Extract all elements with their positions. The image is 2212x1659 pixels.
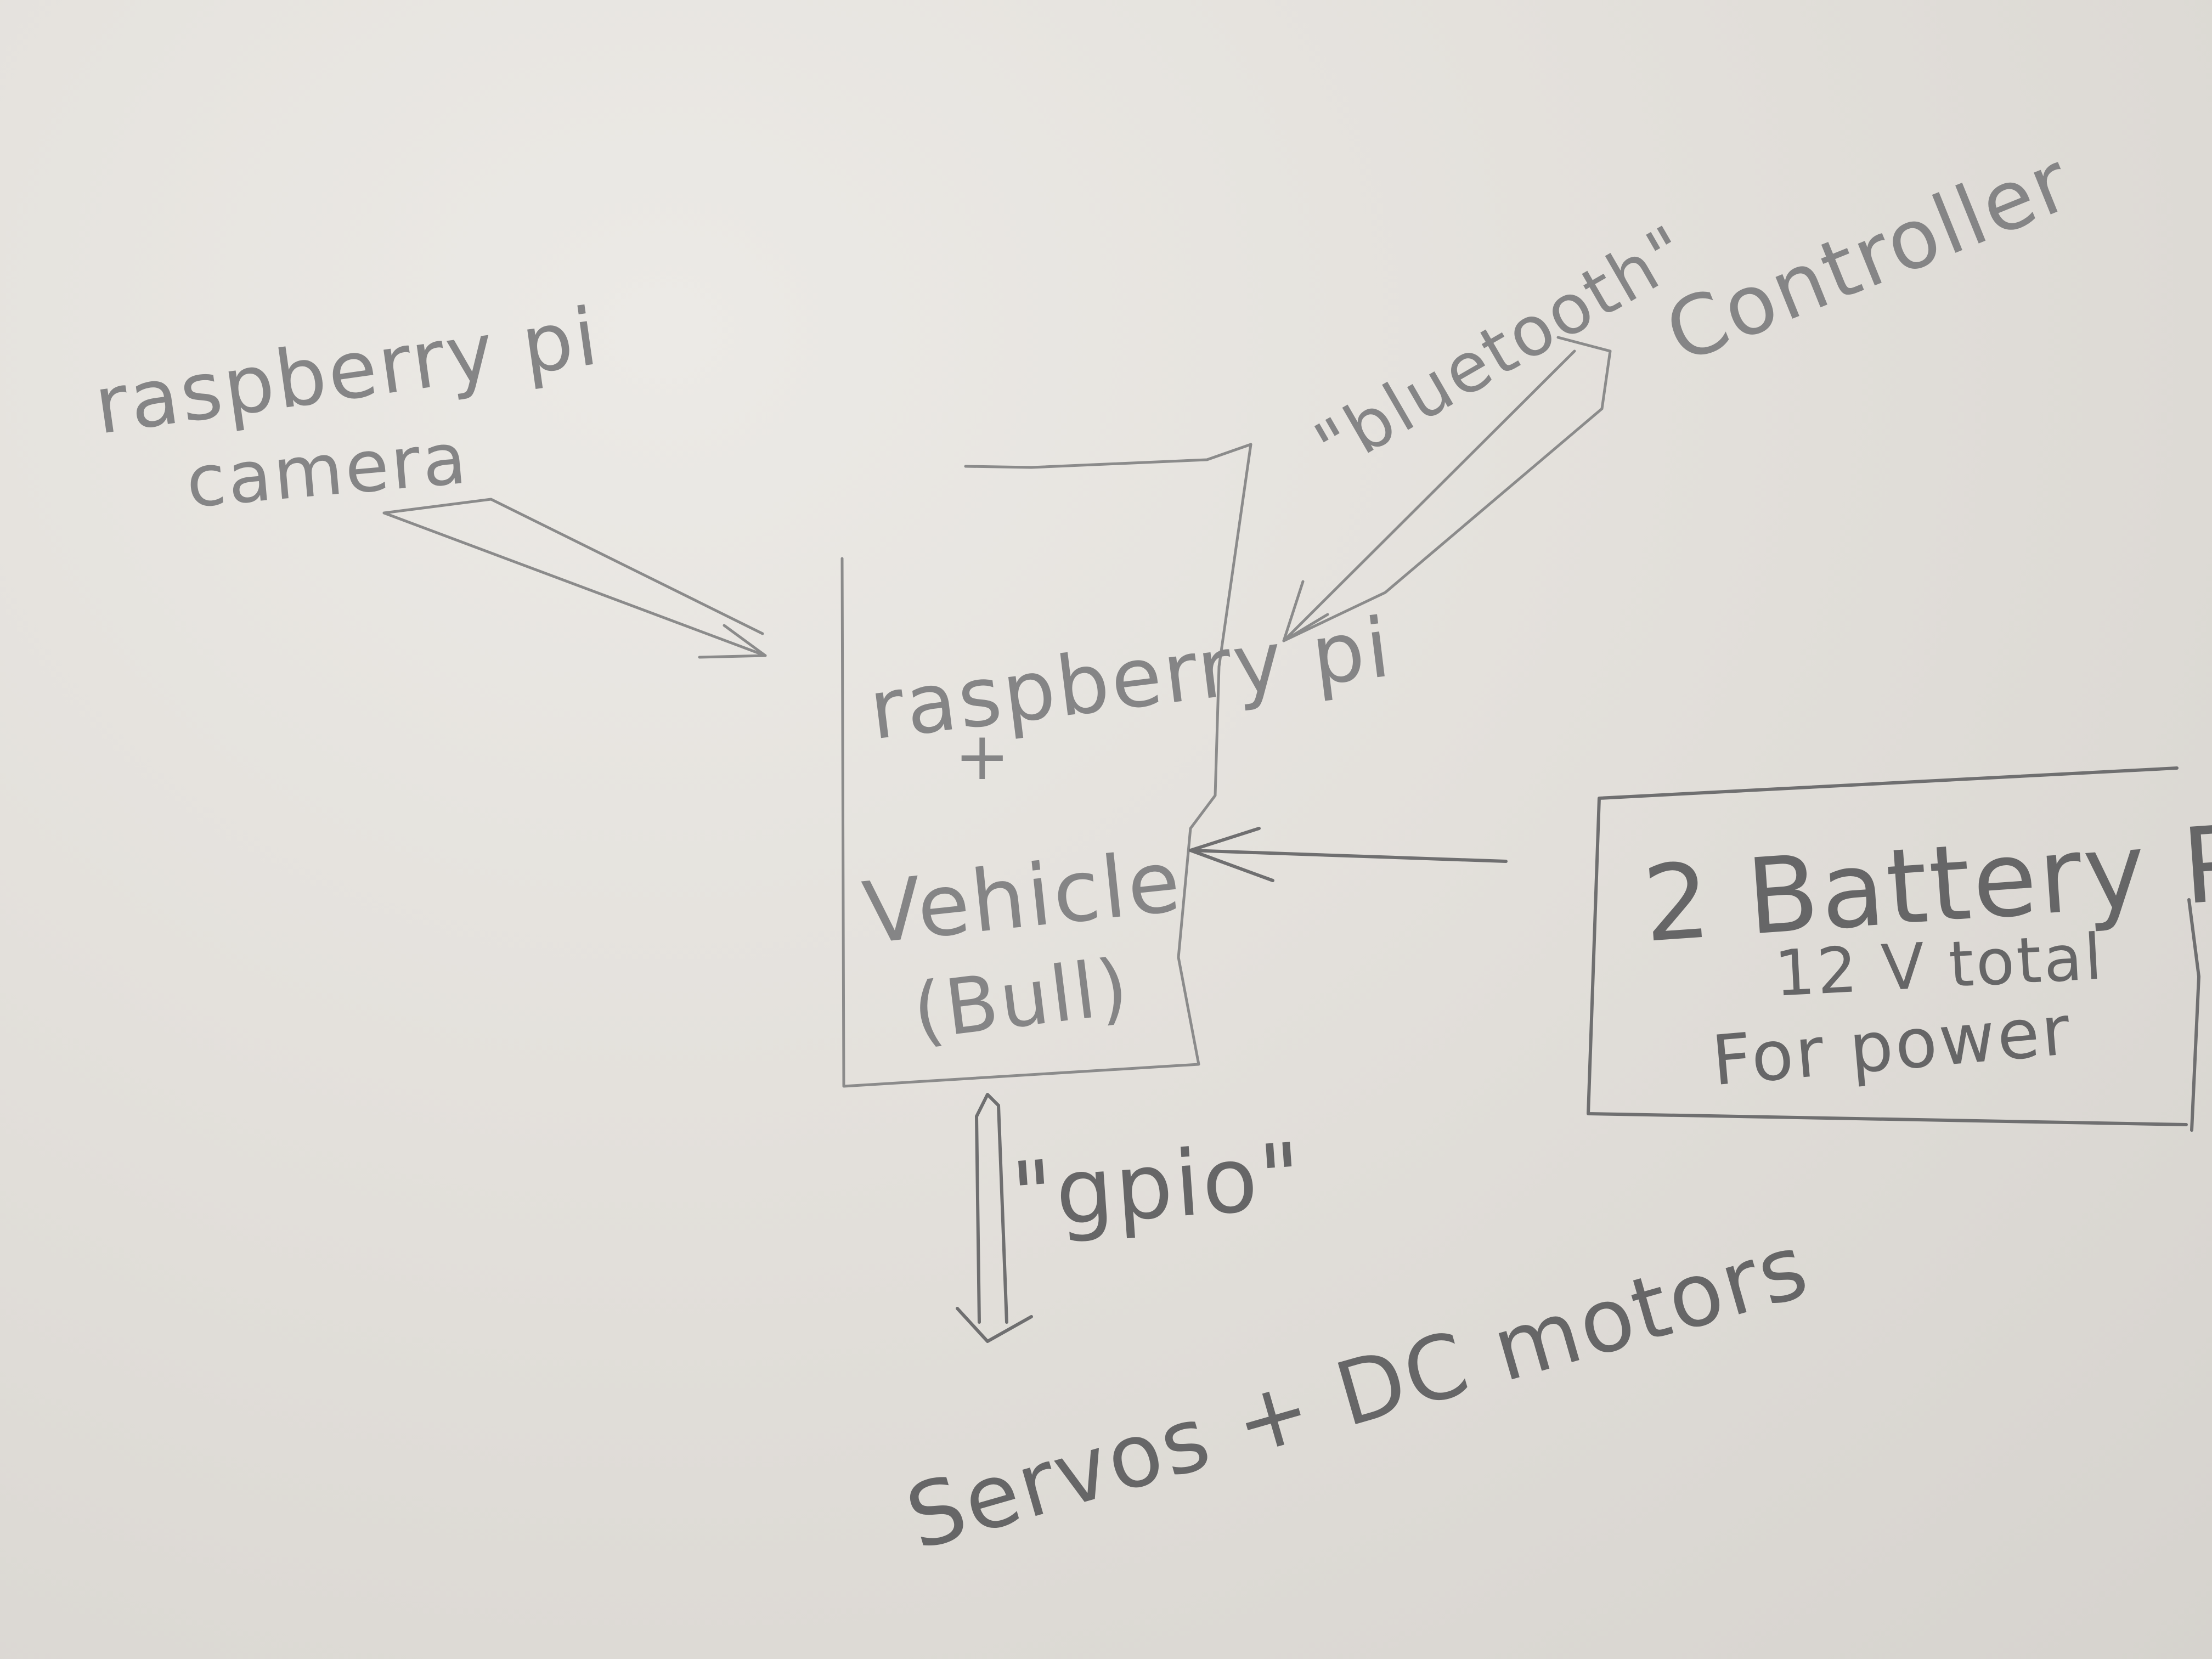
- bluetooth-arrow-shaft: [1282, 349, 1576, 642]
- center-label-line3: Vehicle: [859, 831, 1187, 963]
- camera-to-center-arrow: [382, 498, 767, 659]
- battery-node: 2 Battery Packs 12 V total For power: [1587, 766, 2212, 1132]
- motors-node: Servos + DC motors: [896, 1214, 1820, 1570]
- camera-arrow-head: [698, 624, 767, 659]
- controller-label: Controller: [1653, 133, 2084, 382]
- center-node: raspberry pi + Vehicle (Bull): [840, 443, 1397, 1088]
- center-box-top-edge: [964, 443, 1252, 469]
- gpio-arrow-head-top: [975, 1093, 1000, 1118]
- gpio-arrow-shaft-right: [997, 1104, 1008, 1324]
- controller-to-center-arrow: "bluetooth": [1282, 210, 1703, 642]
- battery-to-center-arrow: [1189, 827, 1508, 882]
- gpio-arrow-head-bottom: [956, 1307, 1033, 1343]
- battery-label-line3: For power: [1709, 991, 2075, 1102]
- battery-arrow-shaft: [1189, 849, 1508, 863]
- battery-arrow-head: [1189, 827, 1274, 882]
- center-label-line4: (Bull): [909, 942, 1135, 1057]
- motors-to-center-arrow: "gpio": [956, 1093, 1307, 1343]
- bluetooth-arrow-head-controller: [1556, 336, 1612, 410]
- gpio-label: "gpio": [1008, 1123, 1307, 1249]
- battery-label-line2: 12 V total: [1773, 921, 2106, 1011]
- center-label-line2: +: [955, 719, 1012, 795]
- camera-node: raspberry pi camera: [89, 290, 605, 524]
- camera-arrow-shaft: [382, 511, 767, 657]
- battery-box-outline: [1587, 766, 2200, 1132]
- bluetooth-arrow-head-center: [1282, 580, 1329, 642]
- bluetooth-label: "bluetooth": [1302, 210, 1702, 487]
- controller-node: Controller: [1653, 133, 2084, 382]
- camera-arrow-shaft-upper: [382, 498, 764, 635]
- motors-label: Servos + DC motors: [896, 1214, 1820, 1570]
- gpio-arrow-shaft-left: [975, 1115, 981, 1324]
- center-box-outline: [840, 443, 1252, 1088]
- bluetooth-arrow-shaft-lower: [1282, 407, 1604, 642]
